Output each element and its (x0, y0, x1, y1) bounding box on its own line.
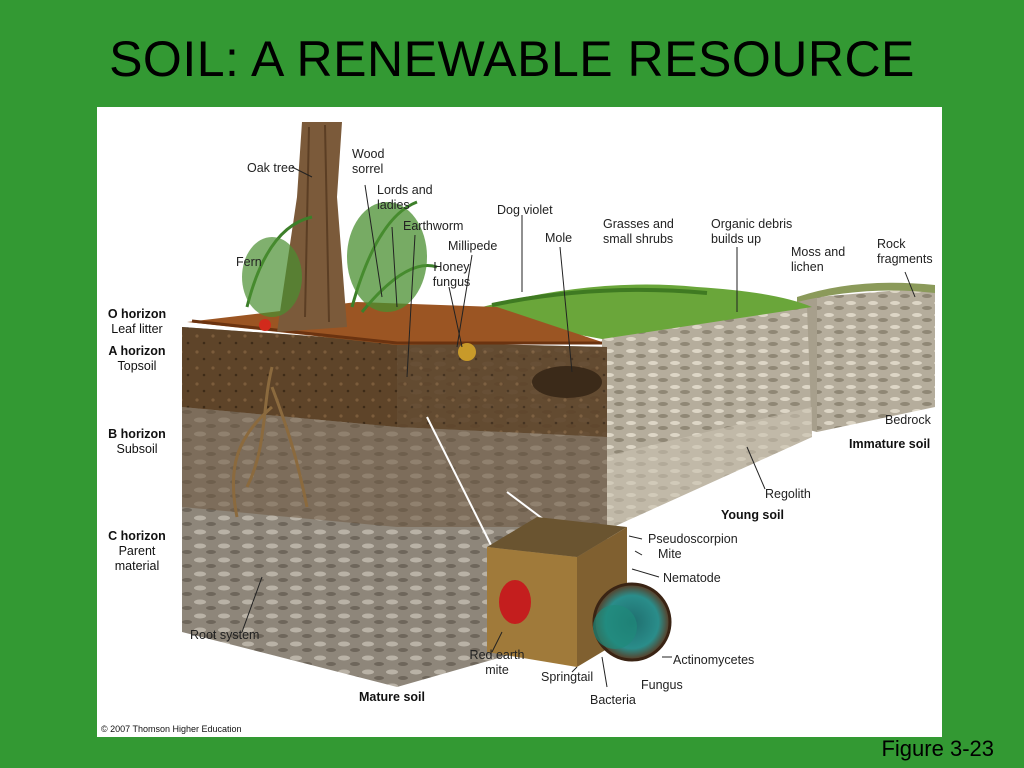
label-bedrock: Bedrock (885, 413, 931, 427)
label-earthworm: Earthworm (403, 219, 464, 233)
label-millipede: Millipede (448, 239, 498, 253)
label-root-system: Root system (190, 628, 260, 642)
immature-soil-block (797, 282, 935, 432)
soil-inset-block (426, 416, 672, 667)
label-rock-fragments: Rock fragments (877, 237, 933, 266)
label-actinomycetes: Actinomycetes (673, 653, 755, 667)
label-springtail: Springtail (541, 670, 594, 684)
label-nematode: Nematode (663, 571, 721, 585)
copyright-notice: © 2007 Thomson Higher Education (101, 724, 242, 734)
leader-lines (241, 166, 916, 688)
label-fungus: Fungus (641, 678, 683, 692)
label-bacteria: Bacteria (590, 693, 636, 707)
label-oak-tree: Oak tree (247, 161, 295, 175)
label-fern: Fern (236, 255, 262, 269)
label-moss-lichen: Moss and lichen (791, 245, 846, 274)
caption-mature-soil: Mature soil (359, 690, 425, 704)
label-grasses: Grasses and small shrubs (603, 217, 674, 246)
fern-illustration (242, 200, 476, 361)
label-honey-fungus: Honey fungus (432, 260, 471, 289)
slide-title: SOIL: A RENEWABLE RESOURCE (109, 31, 915, 87)
soil-illustration (182, 122, 935, 688)
caption-young-soil: Young soil (721, 508, 784, 522)
label-mite: Mite (658, 547, 682, 561)
label-regolith: Regolith (765, 487, 811, 501)
label-red-earth-mite: Red earth mite (469, 648, 525, 677)
figure-number: Figure 3-23 (881, 736, 994, 761)
label-mole: Mole (545, 231, 573, 245)
label-wood-sorrel: Wood sorrel (352, 147, 385, 176)
label-dog-violet: Dog violet (497, 203, 553, 217)
label-pseudoscorpion: Pseudoscorpion (648, 532, 738, 546)
caption-immature-soil: Immature soil (849, 437, 931, 451)
label-organic-debris: Organic debris builds up (711, 217, 793, 246)
label-lords-ladies: Lords and ladies (377, 183, 433, 212)
